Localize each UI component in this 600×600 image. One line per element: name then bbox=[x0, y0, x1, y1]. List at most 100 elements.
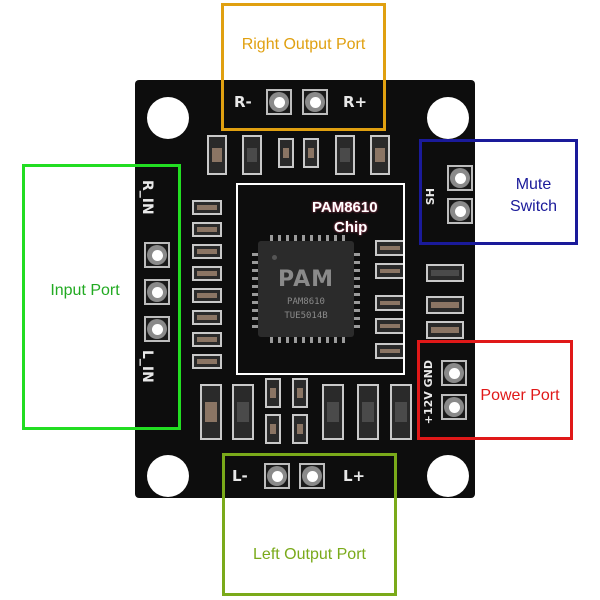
chip-lead bbox=[318, 337, 321, 343]
pin-mute-2[interactable] bbox=[447, 198, 473, 224]
pam8610-chip: PAM PAM8610 TUE5014B bbox=[258, 241, 354, 337]
chip-lead bbox=[354, 309, 360, 312]
chip-lead bbox=[342, 337, 345, 343]
pin-r-minus[interactable] bbox=[266, 89, 292, 115]
mounting-hole-bottom-right bbox=[427, 455, 469, 497]
silk-l-minus: L- bbox=[232, 467, 248, 485]
chip-lead bbox=[252, 285, 258, 288]
callout-input-port: Input Port bbox=[22, 164, 181, 430]
capacitor bbox=[278, 138, 294, 168]
chip-lead bbox=[294, 235, 297, 241]
resistor bbox=[192, 288, 222, 303]
callout-right-output: Right Output Port bbox=[221, 3, 386, 131]
pin-mute-1[interactable] bbox=[447, 165, 473, 191]
chip-lead bbox=[252, 253, 258, 256]
input-port-label: Input Port bbox=[50, 282, 120, 299]
mounting-hole-top-right bbox=[427, 97, 469, 139]
silk-l-plus: L+ bbox=[343, 467, 366, 485]
chip-lead bbox=[354, 301, 360, 304]
chip-lead bbox=[252, 325, 258, 328]
capacitor bbox=[265, 414, 281, 444]
pin-l-plus[interactable] bbox=[299, 463, 325, 489]
pin-12v[interactable] bbox=[441, 394, 467, 420]
capacitor bbox=[292, 378, 308, 408]
pin-r-plus[interactable] bbox=[302, 89, 328, 115]
mounting-hole-top-left bbox=[147, 97, 189, 139]
chip-lead bbox=[334, 235, 337, 241]
chip-lead bbox=[334, 337, 337, 343]
chip-lead bbox=[278, 235, 281, 241]
chip-model: PAM8610 bbox=[287, 297, 325, 307]
capacitor bbox=[426, 296, 464, 314]
chip-lead bbox=[252, 317, 258, 320]
silk-r-in: R_IN bbox=[139, 180, 155, 215]
inductor bbox=[242, 135, 262, 175]
capacitor bbox=[303, 138, 319, 168]
chip-lead bbox=[302, 235, 305, 241]
chip-lead bbox=[342, 235, 345, 241]
capacitor bbox=[292, 414, 308, 444]
inductor bbox=[335, 135, 355, 175]
chip-lead bbox=[354, 277, 360, 280]
resistor bbox=[192, 200, 222, 215]
silk-l-in: L_IN bbox=[139, 350, 155, 383]
chip-lead bbox=[252, 277, 258, 280]
chip-lead bbox=[302, 337, 305, 343]
pin-gnd[interactable] bbox=[441, 360, 467, 386]
chip-lead bbox=[252, 269, 258, 272]
inductor bbox=[322, 384, 344, 440]
chip-lead bbox=[354, 325, 360, 328]
chip-lead bbox=[354, 253, 360, 256]
chip-lead bbox=[286, 235, 289, 241]
pin1-marker bbox=[272, 255, 277, 260]
resistor bbox=[192, 332, 222, 347]
capacitor bbox=[207, 135, 227, 175]
diode bbox=[426, 264, 464, 282]
resistor bbox=[192, 266, 222, 281]
chip-logo: PAM bbox=[277, 267, 335, 292]
right-output-label: Right Output Port bbox=[241, 36, 366, 53]
chip-label-2: Chip bbox=[334, 219, 368, 236]
capacitor bbox=[200, 384, 222, 440]
diode bbox=[390, 384, 412, 440]
chip-lead bbox=[318, 235, 321, 241]
chip-lead bbox=[354, 261, 360, 264]
chip-lead bbox=[270, 337, 273, 343]
pin-gnd-in[interactable] bbox=[144, 279, 170, 305]
chip-lead bbox=[310, 337, 313, 343]
chip-lead bbox=[252, 301, 258, 304]
chip-lead bbox=[252, 293, 258, 296]
callout-chip: PAM8610 Chip bbox=[236, 183, 405, 375]
mute-switch-label-2: Switch bbox=[509, 198, 558, 215]
silk-r-minus: R- bbox=[234, 93, 252, 111]
pin-l-in[interactable] bbox=[144, 316, 170, 342]
resistor bbox=[192, 354, 222, 369]
chip-lead bbox=[310, 235, 313, 241]
pin-r-in[interactable] bbox=[144, 242, 170, 268]
resistor bbox=[192, 310, 222, 325]
left-output-label: Left Output Port bbox=[253, 546, 366, 563]
chip-lead bbox=[354, 269, 360, 272]
chip-lead bbox=[278, 337, 281, 343]
chip-label-1: PAM8610 bbox=[312, 199, 378, 216]
capacitor bbox=[426, 321, 464, 339]
chip-lead bbox=[294, 337, 297, 343]
inductor bbox=[232, 384, 254, 440]
callout-power-port: Power Port bbox=[417, 340, 573, 440]
chip-lead bbox=[252, 309, 258, 312]
mounting-hole-bottom-left bbox=[147, 455, 189, 497]
chip-lead bbox=[252, 261, 258, 264]
callout-left-output: Left Output Port bbox=[222, 453, 397, 596]
chip-lead bbox=[326, 337, 329, 343]
chip-lead bbox=[286, 337, 289, 343]
silk-r-plus: R+ bbox=[343, 93, 368, 111]
chip-lead bbox=[354, 293, 360, 296]
chip-lead bbox=[270, 235, 273, 241]
power-port-label: Power Port bbox=[480, 387, 560, 404]
chip-lead bbox=[354, 317, 360, 320]
chip-lead bbox=[326, 235, 329, 241]
resistor bbox=[192, 222, 222, 237]
pin-l-minus[interactable] bbox=[264, 463, 290, 489]
chip-lead bbox=[354, 285, 360, 288]
capacitor bbox=[370, 135, 390, 175]
